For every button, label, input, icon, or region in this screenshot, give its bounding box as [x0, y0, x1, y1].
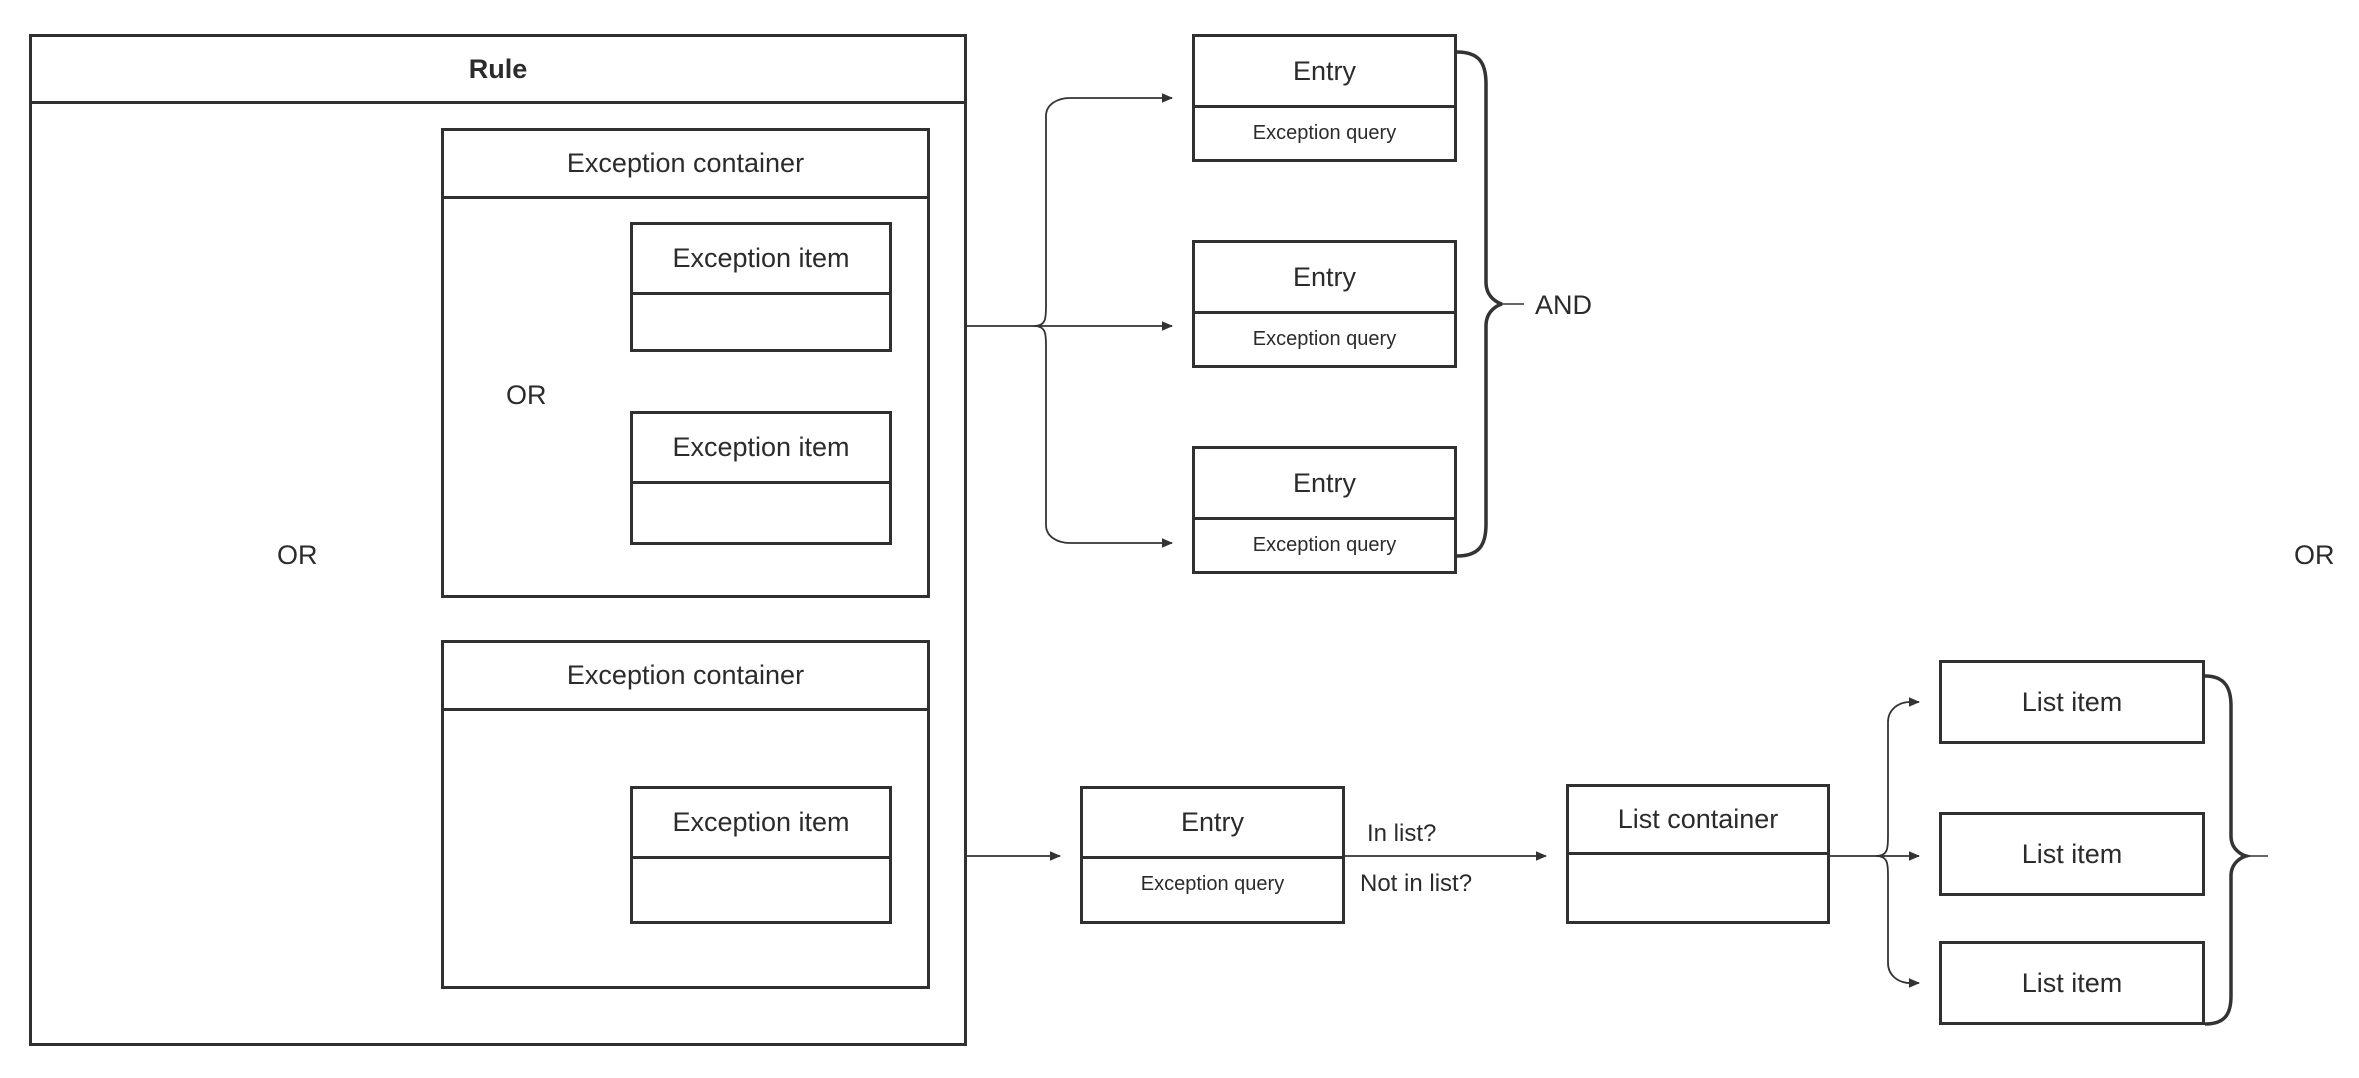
edge-label-in-list: In list? — [1367, 820, 1437, 847]
entry-2[interactable]: Entry Exception query — [1192, 240, 1457, 368]
exception-item-3-body — [633, 859, 889, 921]
operator-label-or-inner: OR — [506, 380, 547, 410]
list-flow-entry[interactable]: Entry Exception query — [1080, 786, 1345, 924]
entry-3-title: Entry — [1195, 449, 1454, 520]
exception-item-1-body — [633, 295, 889, 349]
and-brace — [1456, 50, 1524, 558]
exception-container-1-title: Exception container — [444, 131, 927, 199]
or-brace-list — [2204, 674, 2268, 1026]
list-item-3[interactable]: List item — [1939, 941, 2205, 1025]
list-item-split-connector — [1830, 697, 1920, 988]
edge-label-not-in-list: Not in list? — [1360, 870, 1473, 897]
entry-2-title: Entry — [1195, 243, 1454, 314]
list-container[interactable]: List container — [1566, 784, 1830, 924]
rule-title: Rule — [32, 37, 964, 104]
exception-item-2-body — [633, 484, 889, 542]
exception-item-3[interactable]: Exception item — [630, 786, 892, 924]
list-container-title: List container — [1569, 787, 1827, 855]
operator-label-and: AND — [1535, 290, 1593, 320]
list-flow-entry-title: Entry — [1083, 789, 1342, 859]
entry-3[interactable]: Entry Exception query — [1192, 446, 1457, 574]
entry-3-query: Exception query — [1252, 534, 1397, 556]
list-container-body — [1569, 855, 1827, 921]
exception-container-2-title: Exception container — [444, 643, 927, 711]
list-item-2[interactable]: List item — [1939, 812, 2205, 896]
entry-1[interactable]: Entry Exception query — [1192, 34, 1457, 162]
exception-item-2[interactable]: Exception item — [630, 411, 892, 545]
entry-1-query: Exception query — [1252, 122, 1397, 144]
exception-item-1[interactable]: Exception item — [630, 222, 892, 352]
list-flow-entry-query: Exception query — [1140, 873, 1285, 895]
exception-item-3-title: Exception item — [633, 789, 889, 859]
operator-label-or-outer: OR — [277, 540, 318, 570]
operator-label-or-list: OR — [2294, 540, 2335, 570]
entry-2-query: Exception query — [1252, 328, 1397, 350]
entry-1-title: Entry — [1195, 37, 1454, 108]
exception-item-2-title: Exception item — [633, 414, 889, 484]
list-item-1[interactable]: List item — [1939, 660, 2205, 744]
exception-item-1-title: Exception item — [633, 225, 889, 295]
